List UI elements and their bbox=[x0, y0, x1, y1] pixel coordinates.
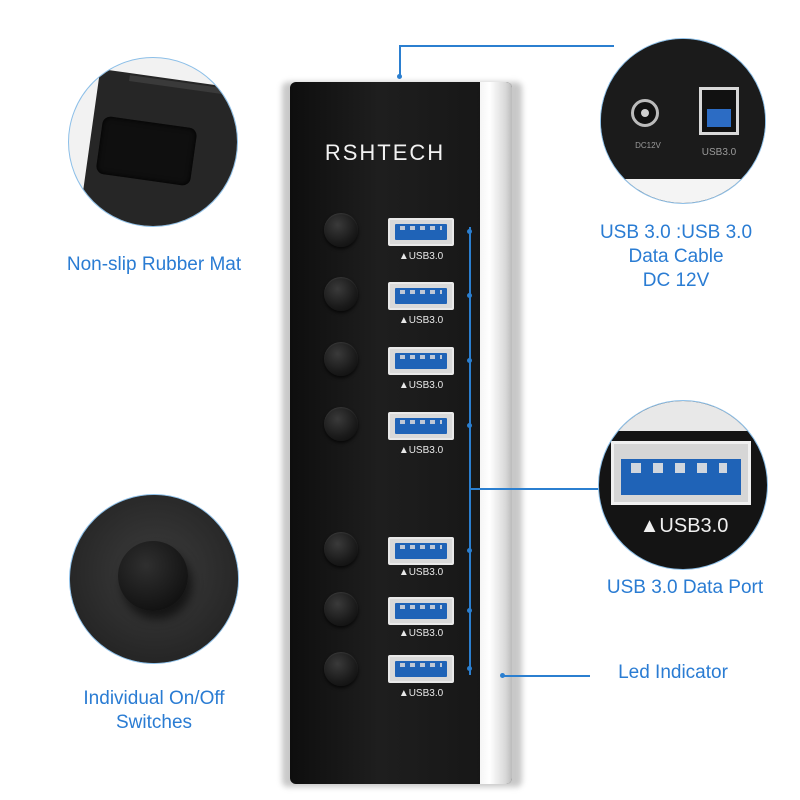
bracket-dot bbox=[467, 548, 472, 553]
data-port-caption: USB 3.0 Data Port bbox=[606, 577, 764, 598]
upstream-leader-v bbox=[399, 45, 401, 77]
upstream-caption-line2: Data Cable bbox=[628, 246, 724, 267]
bracket-dot bbox=[467, 423, 472, 428]
leader-dot bbox=[397, 74, 402, 79]
port-label: ▲USB3.0 bbox=[398, 567, 444, 578]
dc-label: DC12V bbox=[635, 141, 661, 150]
brand-logo: RSHTECH bbox=[324, 140, 446, 165]
switches-caption-line2: Switches bbox=[115, 712, 193, 733]
power-switch-2[interactable] bbox=[324, 277, 358, 311]
rubber-mat-caption: Non-slip Rubber Mat bbox=[66, 254, 242, 275]
bracket-dot bbox=[467, 229, 472, 234]
usb-hub-body: RSHTECH ▲USB3.0 ▲USB3.0 ▲USB3.0 ▲USB3.0 … bbox=[290, 82, 512, 784]
port-zoom-label: ▲USB3.0 bbox=[639, 515, 729, 537]
upstream-panel bbox=[601, 39, 765, 179]
upstream-zoom: DC12V USB3.0 bbox=[600, 38, 766, 204]
upstream-edge bbox=[601, 179, 765, 203]
led-leader bbox=[502, 675, 590, 677]
dc-pin bbox=[641, 109, 649, 117]
port-label: ▲USB3.0 bbox=[398, 628, 444, 639]
rubber-mat-zoom bbox=[68, 57, 238, 227]
switch-zoom bbox=[69, 494, 239, 664]
led-caption: Led Indicator bbox=[618, 662, 728, 683]
port-bracket-line bbox=[469, 227, 471, 675]
data-port-leader bbox=[469, 488, 609, 490]
port-zoom-pins bbox=[631, 463, 727, 473]
port-label: ▲USB3.0 bbox=[398, 251, 444, 262]
led-dot bbox=[500, 673, 505, 678]
usb-b-label: USB3.0 bbox=[701, 147, 737, 158]
hub-side-panel bbox=[480, 82, 512, 784]
upstream-caption-line3: DC 12V bbox=[642, 270, 710, 291]
port-label: ▲USB3.0 bbox=[398, 688, 444, 699]
port-label: ▲USB3.0 bbox=[398, 315, 444, 326]
data-port-zoom: ▲USB3.0 bbox=[598, 400, 768, 570]
port-zoom-edge bbox=[599, 401, 767, 431]
bracket-dot bbox=[467, 666, 472, 671]
power-switch-3[interactable] bbox=[324, 342, 358, 376]
power-switch-7[interactable] bbox=[324, 652, 358, 686]
upstream-leader-h bbox=[399, 45, 614, 47]
port-label: ▲USB3.0 bbox=[398, 380, 444, 391]
bracket-dot bbox=[467, 608, 472, 613]
usb-b-insert bbox=[707, 109, 731, 127]
power-switch-6[interactable] bbox=[324, 592, 358, 626]
power-switch-1[interactable] bbox=[324, 213, 358, 247]
port-label: ▲USB3.0 bbox=[398, 445, 444, 456]
bracket-dot bbox=[467, 358, 472, 363]
upstream-caption-line1: USB 3.0 :USB 3.0 bbox=[599, 222, 753, 243]
switches-caption-line1: Individual On/Off bbox=[83, 688, 225, 709]
power-switch-5[interactable] bbox=[324, 532, 358, 566]
bracket-dot bbox=[467, 293, 472, 298]
power-switch-4[interactable] bbox=[324, 407, 358, 441]
switch-button-icon bbox=[118, 541, 188, 611]
